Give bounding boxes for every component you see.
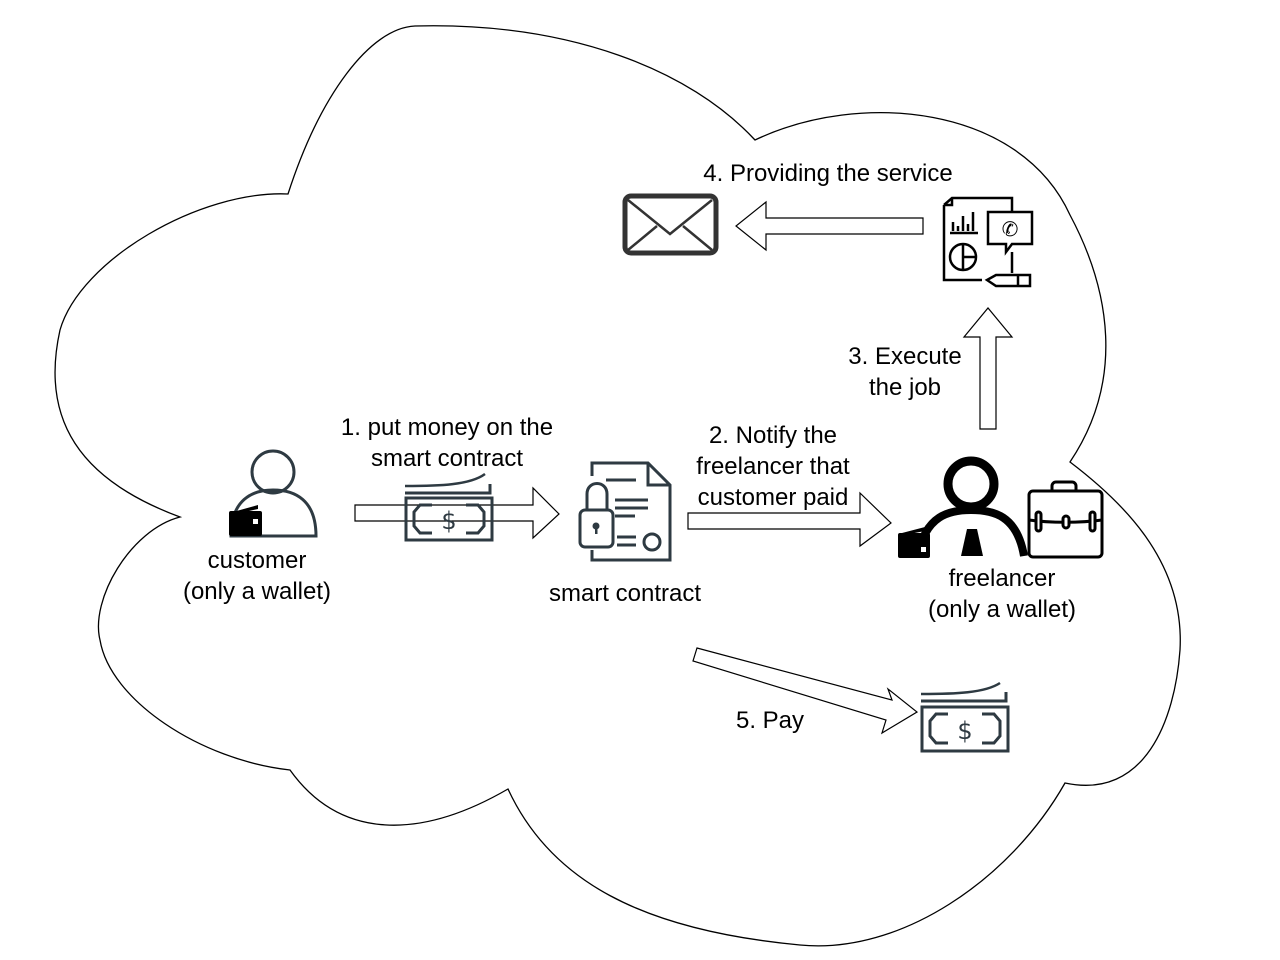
- arrow-step5: [692, 647, 919, 735]
- dollar-sign-icon: $: [957, 717, 972, 745]
- freelancer-line1: freelancer: [948, 565, 1056, 592]
- step2-line2: freelancer that: [696, 453, 850, 480]
- envelope-icon: [622, 193, 719, 256]
- arrow-step2: [687, 491, 892, 548]
- arrow-step1: [354, 486, 560, 540]
- freelancer-line2: (only a wallet): [927, 596, 1077, 623]
- step1-line2: smart contract: [370, 445, 524, 472]
- report-document-icon: [942, 196, 1034, 288]
- wallet-icon: [229, 505, 262, 536]
- step1-label: 1. put money on the smart contract: [341, 412, 553, 474]
- cloud-outline: [54, 25, 1181, 947]
- smart-contract-text: smart contract: [548, 580, 702, 607]
- arrow-step4: [735, 200, 924, 252]
- briefcase-icon: [1027, 480, 1104, 559]
- arrow-step3: [962, 307, 1014, 430]
- money-bill-icon: [920, 681, 1010, 753]
- money-bill-icon: [404, 472, 494, 542]
- step1-line1: 1. put money on the: [340, 414, 554, 441]
- customer-line2: (only a wallet): [182, 578, 332, 605]
- phone-icon: ✆: [1002, 217, 1019, 241]
- keyhole-icon: [592, 522, 600, 534]
- smart-contract-lock-icon: [578, 461, 672, 562]
- step3-line2: the job: [868, 374, 942, 401]
- step5-label: 5. Pay: [736, 705, 804, 736]
- businessman-with-wallet-icon: [898, 456, 1028, 558]
- step3-label: 3. Execute the job: [848, 341, 961, 403]
- step2-line3: customer paid: [697, 484, 849, 511]
- step4-label: 4. Providing the service: [703, 158, 952, 189]
- smart-contract-label: smart contract: [549, 578, 701, 609]
- customer-line1: customer: [207, 547, 307, 574]
- step5-line1: 5. Pay: [735, 707, 805, 734]
- step2-line1: 2. Notify the: [708, 422, 838, 449]
- dollar-sign-icon: $: [441, 507, 456, 535]
- customer-label: customer (only a wallet): [183, 545, 331, 607]
- step4-line1: 4. Providing the service: [703, 160, 953, 187]
- step3-line1: 3. Execute: [848, 343, 962, 370]
- freelancer-label: freelancer (only a wallet): [928, 563, 1076, 625]
- step2-label: 2. Notify the freelancer that customer p…: [696, 420, 849, 513]
